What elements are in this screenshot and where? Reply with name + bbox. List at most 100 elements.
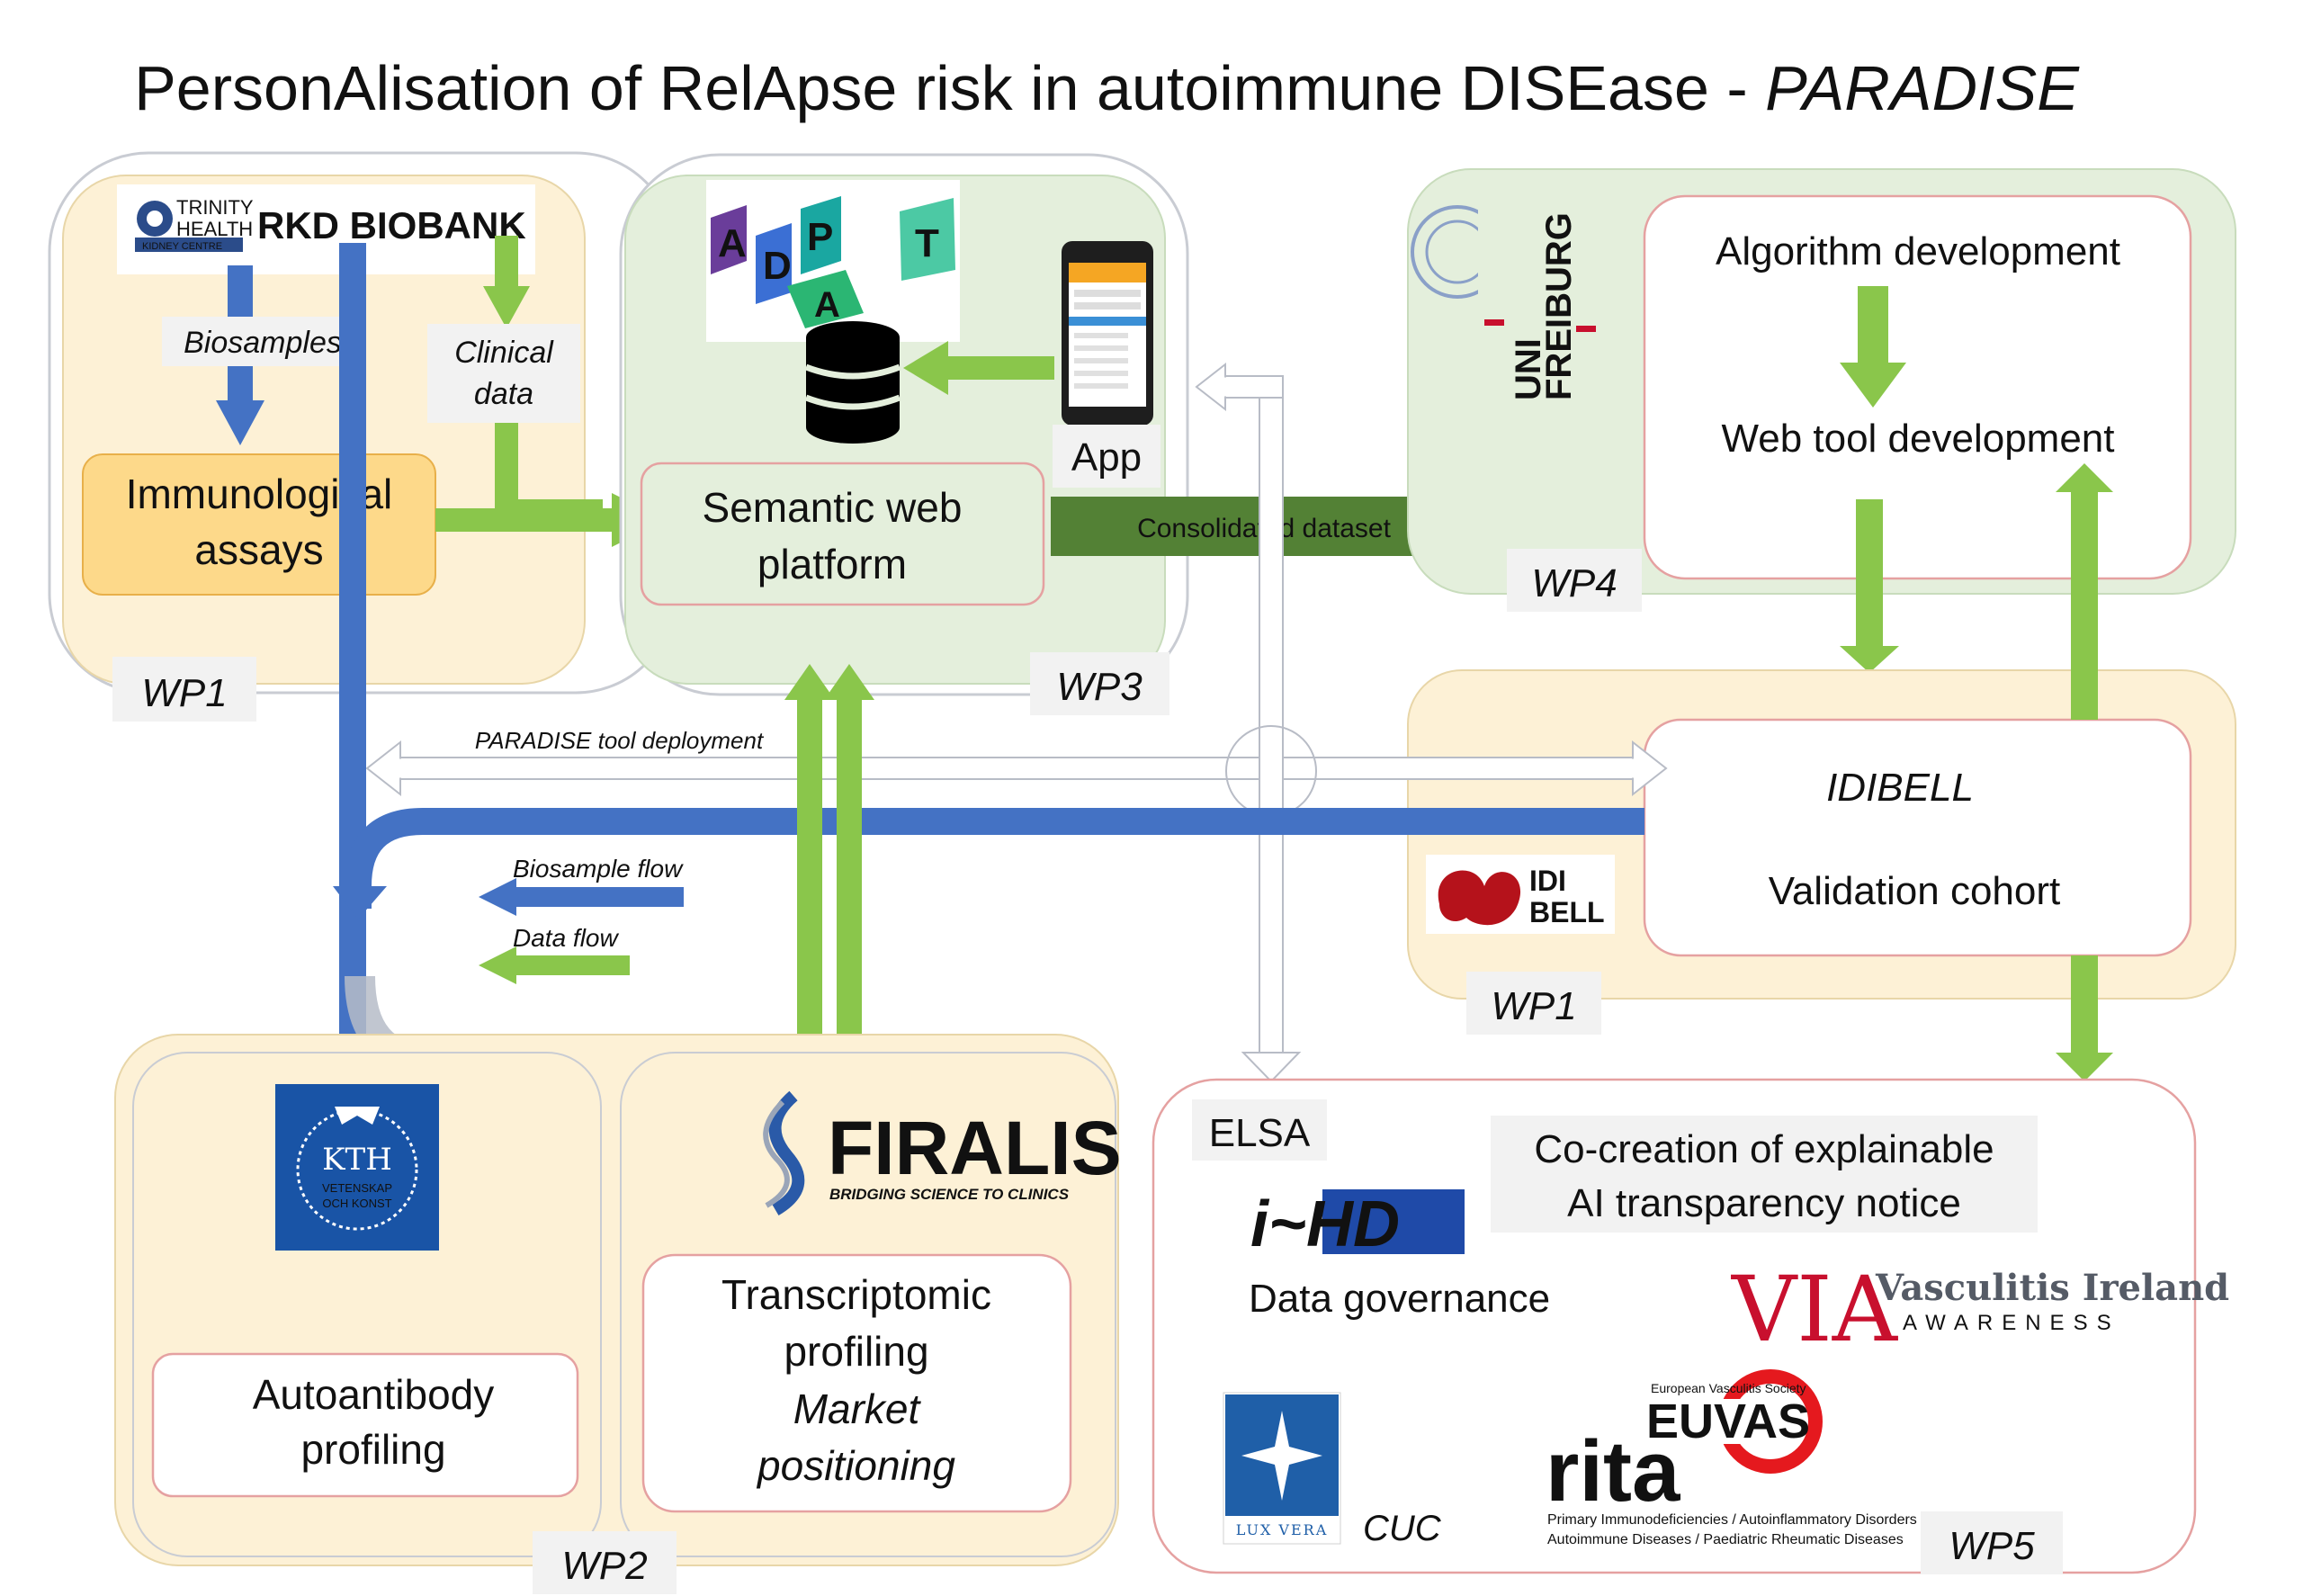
idibell-logo-line1: IDI [1529, 865, 1566, 897]
algorithm-web-tool-box [1643, 194, 2192, 580]
kth-sub-1: VETENSKAP [322, 1181, 392, 1195]
adapt-letter-2: D [763, 244, 792, 288]
kth-name: KTH [322, 1142, 392, 1178]
firalis-logo: FIRALIS BRIDGING SCIENCE TO CLINICS [763, 1090, 1122, 1216]
immunological-assays-line2: assays [194, 526, 323, 573]
uni-freiburg-line1: UNI [1509, 338, 1548, 400]
autoantibody-profiling-line2: profiling [300, 1426, 445, 1473]
rita-line1: Primary Immunodeficiencies / Autoinflamm… [1547, 1512, 1917, 1528]
autoantibody-flow-head [784, 664, 835, 700]
dataset-to-elsa-arrow [1195, 362, 1302, 1083]
smartphone-icon [1062, 241, 1153, 426]
tool-deployment-label: PARADISE tool deployment [475, 727, 765, 754]
webtool-to-idibell-head [1840, 646, 1899, 673]
wp1-top-label-box [112, 657, 256, 722]
idibell-to-wp5-head [2056, 1053, 2113, 1081]
clinical-data-label-2: data [474, 377, 533, 411]
rkd-logo-line2: HEALTH [176, 218, 253, 240]
lux-vera-logo: LUX VERA [1223, 1392, 1341, 1545]
autoantibody-profiling-box [151, 1352, 579, 1498]
euvas-name: EUVAS [1646, 1394, 1810, 1448]
wp2-label-box [533, 1531, 677, 1594]
title-acronym: PARADISE [1765, 53, 2080, 123]
idibell-logo: IDI BELL [1426, 855, 1615, 934]
elsa-label-box [1192, 1099, 1327, 1161]
semantic-web-platform-box [640, 462, 1045, 606]
wp1-right-label-box [1466, 972, 1601, 1035]
via-sub: AWARENESS [1903, 1311, 2120, 1335]
idibell-to-webtool-arrow [2071, 490, 2098, 720]
transcriptomic-flow-head [824, 664, 874, 700]
app-label: App [1071, 435, 1142, 480]
diagram-title: PersonAlisation of RelApse risk in autoi… [134, 53, 2080, 123]
autoantibody-profiling-line1: Autoantibody [253, 1371, 495, 1418]
idibell-name: IDIBELL [1826, 766, 1974, 810]
web-tool-development-label: Web tool development [1721, 417, 2114, 461]
algorithm-to-webtool-arrow [1858, 286, 1888, 363]
biosample-merge-head [333, 886, 387, 919]
biosamples-label: Biosamples [184, 326, 342, 360]
firalis-name: FIRALIS [828, 1106, 1122, 1190]
clinical-data-label-box [427, 324, 580, 423]
adapt-letter-1: A [718, 221, 747, 265]
adapt-logo: A D P A T [706, 180, 960, 342]
rkd-logo-line1: TRINITY [176, 196, 254, 219]
market-positioning-line2: positioning [756, 1442, 955, 1489]
webtool-to-idibell-arrow [1856, 499, 1883, 648]
idibell-to-webtool-head [2056, 463, 2113, 492]
rkd-logo-sub: KIDNEY CENTRE [142, 241, 222, 252]
biosamples-arrow-head [216, 400, 264, 445]
wp5-label: WP5 [1949, 1524, 2035, 1568]
cocreation-line2: AI transparency notice [1567, 1181, 1961, 1225]
wp4-label-box [1507, 549, 1642, 612]
data-governance-label: Data governance [1249, 1277, 1550, 1321]
wp1-right-label: WP1 [1491, 984, 1576, 1028]
legend-data-arrow [513, 955, 630, 975]
algorithm-development-label: Algorithm development [1716, 229, 2120, 273]
transcriptomic-profiling-box [641, 1253, 1072, 1513]
kth-sub-2: OCH KONST [322, 1197, 391, 1210]
wp4-label: WP4 [1531, 561, 1617, 605]
idibell-to-kth-biosample-line [345, 808, 1644, 909]
uni-freiburg-logo: UNI FREIBURG [1411, 198, 1596, 400]
app-to-db-arrow [945, 356, 1054, 380]
database-icon [804, 321, 901, 444]
assays-to-platform-arrow [435, 508, 615, 532]
validation-cohort-label: Validation cohort [1769, 869, 2061, 913]
wp3-label: WP3 [1056, 665, 1143, 709]
biosamples-label-box [162, 317, 364, 366]
vasculitis-ireland-logo: VIA Vasculitis Ireland AWARENESS [1731, 1257, 2229, 1362]
market-positioning-line1: Market [793, 1385, 922, 1432]
ihd-logo-text: i~HD [1250, 1188, 1400, 1260]
idibell-box [1643, 718, 2192, 957]
adapt-letter-4: A [814, 285, 840, 325]
clinical-arrow-head [483, 286, 530, 328]
legend-data-flow: Data flow [513, 924, 619, 952]
elsa-label: ELSA [1209, 1111, 1311, 1155]
rita-name: rita [1546, 1423, 1680, 1520]
app-label-box [1053, 425, 1160, 488]
wp1-top-label: WP1 [141, 671, 227, 715]
semantic-web-platform-line1: Semantic web [703, 484, 963, 531]
via-mark: VIA [1731, 1257, 1899, 1362]
wp5-label-box [1921, 1511, 2063, 1574]
wp3-label-box [1030, 652, 1169, 715]
cocreation-box [1491, 1116, 2038, 1233]
legend-biosample-head [479, 878, 516, 916]
cocreation-line1: Co-creation of explainable [1534, 1127, 1994, 1171]
legend-biosample-flow: Biosample flow [513, 855, 684, 883]
adapt-letter-5: T [915, 221, 939, 265]
rita-line2: Autoimmune Diseases / Paediatric Rheumat… [1547, 1532, 1904, 1547]
firalis-tagline: BRIDGING SCIENCE TO CLINICS [829, 1186, 1070, 1203]
tool-deployment-arrow [365, 740, 1668, 797]
transcriptomic-profiling-line2: profiling [784, 1328, 928, 1375]
legend-data-head [479, 946, 516, 984]
clinical-data-arrow [495, 236, 518, 288]
transcriptomic-profiling-line1: Transcriptomic [721, 1271, 991, 1318]
lux-vera-text: LUX VERA [1236, 1521, 1329, 1538]
clinical-data-label-1: Clinical [454, 336, 554, 370]
title-main: PersonAlisation of RelApse risk in autoi… [134, 53, 1765, 123]
legend-biosample-arrow [513, 887, 684, 907]
cuc-label: CUC [1363, 1509, 1442, 1548]
